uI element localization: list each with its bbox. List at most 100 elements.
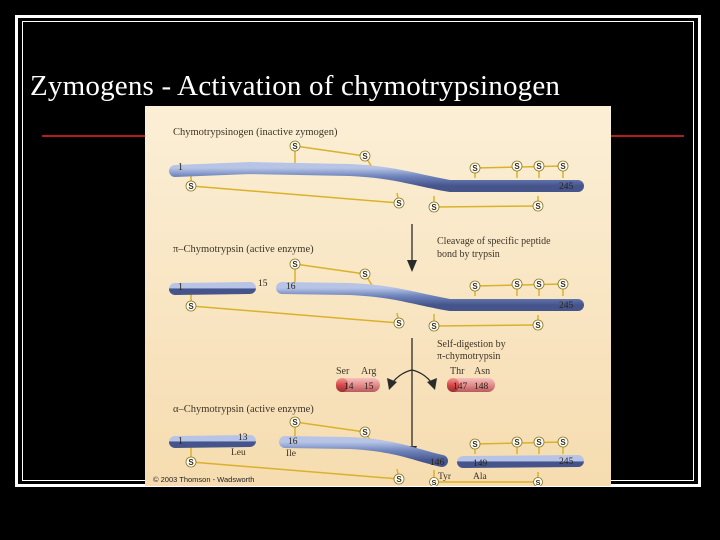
polypeptide-chain-3 (169, 435, 584, 468)
figure-svg: Chymotrypsinogen (inactive zymogen) 1 24… (145, 106, 611, 486)
label-chymotrypsinogen: Chymotrypsinogen (inactive zymogen) (173, 127, 338, 138)
residue-1: 1 (178, 436, 183, 447)
svg-text:S: S (396, 319, 402, 328)
sulfur-atom: S (532, 200, 544, 212)
polypeptide-chain-1 (169, 161, 584, 192)
svg-text:S: S (560, 162, 566, 171)
slide-title: Zymogens - Activation of chymotrypsinoge… (30, 70, 561, 102)
chymotrypsinogen-activation-figure: Chymotrypsinogen (inactive zymogen) 1 24… (145, 106, 611, 486)
dipeptide-14-15 (336, 378, 380, 392)
sulfur-atom: S (185, 300, 197, 312)
svg-text:S: S (560, 438, 566, 447)
svg-text:S: S (560, 280, 566, 289)
aa-ile: Ile (286, 449, 296, 459)
svg-text:S: S (535, 321, 541, 330)
sulfur-atom: S (469, 438, 481, 450)
svg-text:S: S (431, 478, 436, 486)
sulfur-atom: S (533, 160, 545, 172)
polypeptide-chain-2 (169, 282, 584, 311)
svg-text:S: S (536, 438, 542, 447)
sulfur-atom: S (185, 180, 197, 192)
residue-16: 16 (288, 437, 298, 447)
svg-text:S: S (431, 203, 437, 212)
svg-text:S: S (536, 280, 542, 289)
residue-149: 149 (473, 459, 488, 469)
sulfur-atom: S (533, 278, 545, 290)
residue-14: 14 (344, 382, 354, 392)
sulfur-atom: S (393, 473, 405, 485)
sulfur-atom: S (429, 477, 439, 486)
sulfur-atom: S (428, 201, 440, 213)
sulfur-atom: S (533, 477, 543, 486)
step-self-digestion-line2: π-chymotrypsin (437, 351, 500, 362)
svg-text:S: S (472, 282, 478, 291)
sulfur-atom: S (393, 317, 405, 329)
svg-text:S: S (514, 162, 520, 171)
svg-text:S: S (188, 458, 194, 467)
residue-148: 148 (474, 382, 489, 392)
svg-text:S: S (431, 322, 437, 331)
sulfur-atom: S (511, 278, 523, 290)
sulfur-atom: S (511, 436, 523, 448)
sulfur-atom: S (359, 150, 371, 162)
svg-text:S: S (292, 142, 298, 151)
sulfur-atom: S (289, 258, 301, 270)
aa-leu: Leu (231, 448, 246, 458)
sulfur-atom: S (185, 456, 197, 468)
aa-arg: Arg (361, 366, 376, 377)
dipeptide-147-148 (447, 378, 495, 392)
svg-text:S: S (362, 428, 368, 437)
residue-147: 147 (453, 382, 468, 392)
residue-1: 1 (178, 282, 183, 293)
sulfur-atom: S (532, 319, 544, 331)
sulfur-atom: S (289, 140, 301, 152)
residue-146: 146 (430, 458, 445, 468)
step-cleavage-line2: bond by trypsin (437, 249, 500, 260)
sulfur-atom: S (557, 278, 569, 290)
svg-text:S: S (396, 199, 402, 208)
residue-245: 245 (559, 301, 574, 311)
copyright-credit: © 2003 Thomson - Wadsworth (153, 475, 254, 484)
svg-text:S: S (535, 202, 541, 211)
svg-text:S: S (396, 475, 402, 484)
svg-text:S: S (536, 162, 542, 171)
sulfur-atom: S (359, 268, 371, 280)
sulfur-atom: S (359, 426, 371, 438)
label-pi-chymotrypsin: π–Chymotrypsin (active enzyme) (173, 244, 314, 255)
svg-text:S: S (514, 438, 520, 447)
svg-text:S: S (188, 182, 194, 191)
residue-15: 15 (364, 382, 374, 392)
svg-text:S: S (292, 418, 298, 427)
sulfur-atoms-2: S S S S S S S S S S (185, 258, 569, 332)
aa-ser: Ser (336, 366, 350, 377)
sulfur-atom: S (469, 162, 481, 174)
arrow-trypsin-cleavage (407, 224, 417, 272)
svg-text:S: S (188, 302, 194, 311)
sulfur-atoms-3: S S S S S S S S S S (185, 416, 569, 486)
sulfur-atom: S (511, 160, 523, 172)
svg-text:S: S (472, 164, 478, 173)
sulfur-atoms-1: S S S S S S S S S S (185, 140, 569, 213)
residue-1: 1 (178, 162, 183, 173)
sulfur-atom: S (428, 320, 440, 332)
svg-text:S: S (292, 260, 298, 269)
sulfur-atom: S (469, 280, 481, 292)
aa-thr: Thr (450, 366, 465, 377)
svg-text:S: S (514, 280, 520, 289)
svg-text:S: S (535, 478, 540, 486)
svg-text:S: S (362, 270, 368, 279)
aa-tyr: Tyr (438, 472, 452, 482)
sulfur-atom: S (289, 416, 301, 428)
sulfur-atom: S (533, 436, 545, 448)
residue-15: 15 (258, 279, 268, 289)
aa-asn: Asn (474, 366, 490, 377)
label-alpha-chymotrypsin: α–Chymotrypsin (active enzyme) (173, 404, 314, 415)
step-cleavage-line1: Cleavage of specific peptide (437, 236, 551, 247)
sulfur-atom: S (393, 197, 405, 209)
svg-text:S: S (472, 440, 478, 449)
residue-13: 13 (238, 433, 248, 443)
step-self-digestion-line1: Self-digestion by (437, 339, 506, 350)
sulfur-atom: S (557, 160, 569, 172)
sulfur-atom: S (557, 436, 569, 448)
aa-ala: Ala (473, 472, 488, 482)
